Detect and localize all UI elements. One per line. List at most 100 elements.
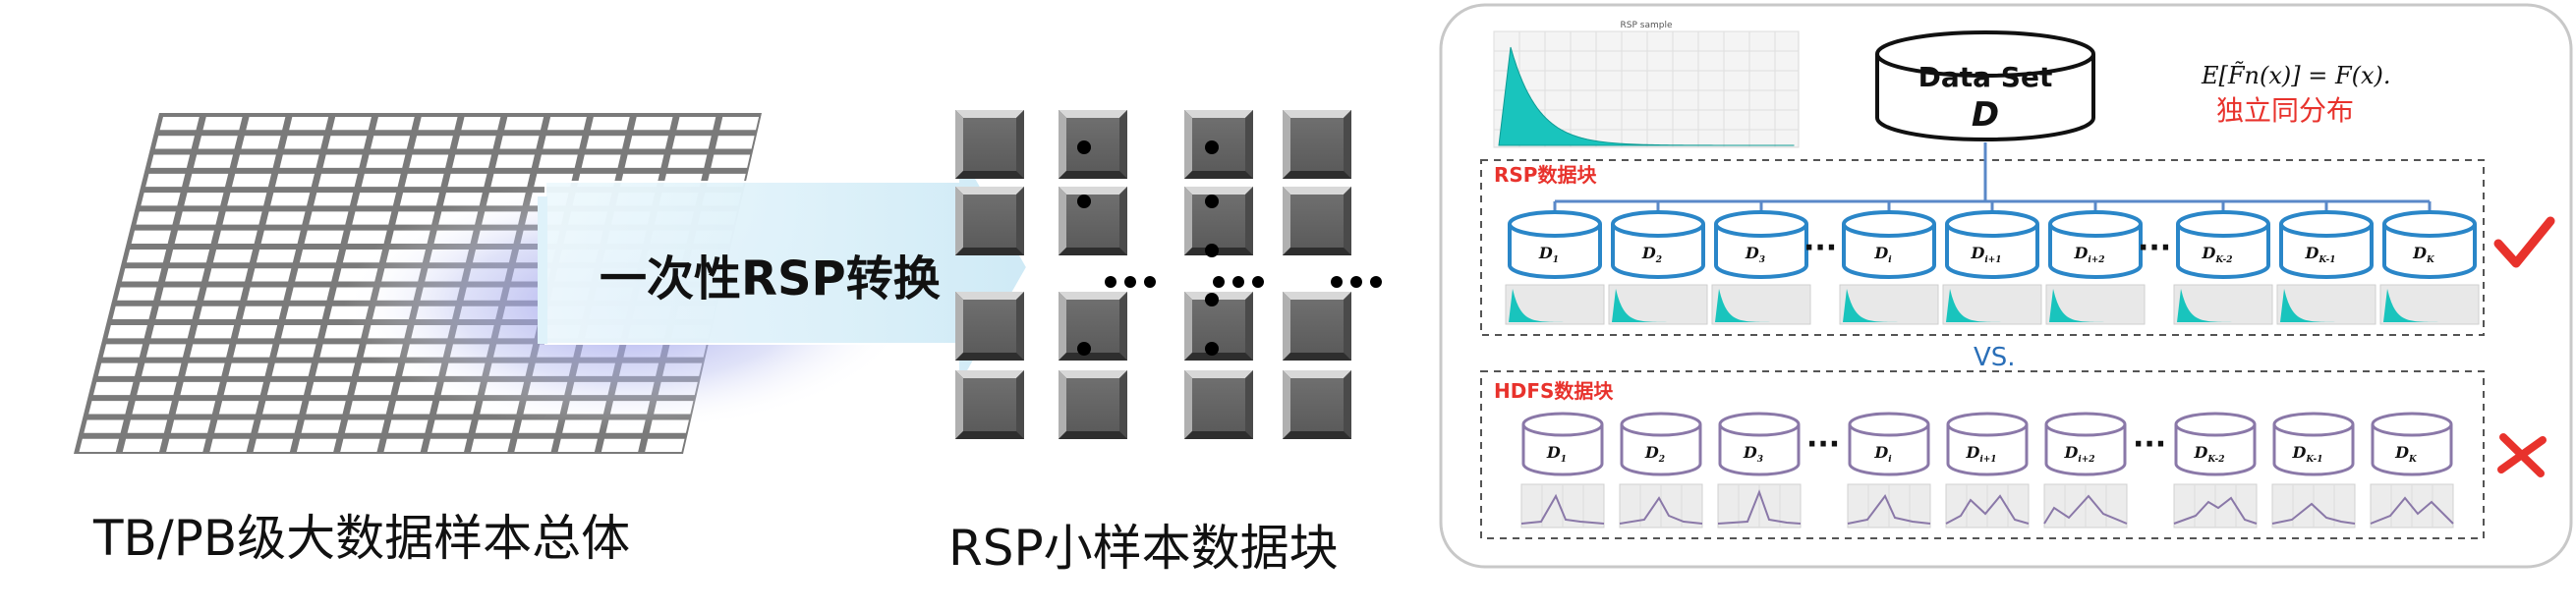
grid-cell — [237, 325, 278, 339]
dataset-name: Data Set — [1918, 61, 2053, 93]
grid-cell — [490, 173, 531, 188]
cylinder-body — [2176, 224, 2270, 279]
grid-cell — [296, 438, 337, 452]
grid-cell — [538, 154, 578, 168]
cube-bottom-bevel — [1059, 431, 1127, 439]
grid-cell — [347, 230, 387, 244]
rsp-mini-histogram — [2276, 284, 2376, 325]
cylinder-top — [1611, 210, 1705, 238]
grid-cell — [340, 438, 380, 452]
rsp-block: D2 — [1611, 210, 1705, 279]
hdfs-block: D2 — [1620, 412, 1702, 476]
rsp-cube — [1283, 292, 1351, 361]
block-subscript: 1 — [1561, 455, 1567, 465]
grid-cell — [456, 136, 496, 149]
grid-cell — [209, 438, 250, 452]
grid-cell — [676, 117, 716, 131]
ellipsis-dot — [1105, 276, 1116, 288]
grid-cell — [388, 419, 429, 433]
cylinder-body — [1714, 224, 1808, 279]
cube-top-bevel — [1059, 187, 1127, 195]
rsp-cube — [1059, 370, 1127, 439]
rsp-block: DK-2 — [2176, 210, 2270, 279]
grid-cell — [131, 230, 171, 244]
cube-right-bevel — [1245, 187, 1253, 255]
cylinder-body — [2174, 424, 2257, 476]
dataset-cylinder: Data Set D — [1875, 30, 2095, 141]
cube-top-bevel — [1283, 110, 1351, 118]
grid-cell — [194, 325, 235, 339]
cylinder-top — [2272, 412, 2355, 437]
cylinder-body — [1945, 224, 2039, 279]
grid-cell — [371, 136, 411, 149]
cube-right-bevel — [1245, 370, 1253, 439]
rsp-block: Di+1 — [1945, 210, 2039, 279]
block-label: Di — [1873, 443, 1892, 465]
grid-cell — [180, 381, 220, 396]
mini-hist-line — [2043, 494, 2128, 525]
grid-cell — [266, 381, 308, 396]
block-subscript: K — [2408, 455, 2418, 465]
mini-hist-line — [1717, 489, 1802, 525]
cube-top-bevel — [955, 187, 1024, 195]
cylinder-body — [2272, 424, 2355, 476]
grid-cell — [199, 306, 239, 320]
rsp-block: D1 — [1508, 210, 1602, 279]
cylinder-top — [1714, 210, 1808, 238]
grid-cell — [218, 401, 259, 415]
ellipsis-dot — [1124, 276, 1136, 288]
cube-top-bevel — [1184, 370, 1253, 378]
grid-cell — [252, 268, 292, 282]
grid-cell — [270, 193, 311, 206]
grid-cell — [145, 173, 186, 188]
cube-top-bevel — [1184, 292, 1253, 300]
grid-cell — [279, 154, 319, 168]
grid-cell — [117, 287, 157, 301]
rsp-cube — [955, 370, 1024, 439]
grid-cell — [227, 193, 267, 206]
cylinder-body — [1620, 424, 1702, 476]
cube-bottom-bevel — [955, 431, 1024, 439]
cube-face — [1290, 118, 1344, 171]
cube-left-bevel — [1184, 110, 1192, 179]
rsp-cube — [1059, 110, 1127, 179]
grid-cell — [93, 381, 134, 396]
cube-top-bevel — [1059, 370, 1127, 378]
cylinder-top — [2176, 210, 2270, 238]
grid-cell — [289, 117, 329, 131]
dot — [1205, 195, 1219, 208]
rsp-cube — [955, 187, 1024, 255]
grid-cell — [399, 193, 439, 206]
grid-cell — [431, 419, 472, 433]
grid-cell — [126, 249, 167, 263]
block-subscript: K-1 — [2318, 255, 2335, 265]
grid-cell — [285, 306, 326, 320]
ellipsis-dot — [1252, 276, 1264, 288]
arrow-label: 一次性RSP转换 — [600, 251, 941, 306]
grid-cell — [145, 344, 187, 358]
grid-cell — [295, 268, 335, 282]
mini-hist-fill — [2383, 289, 2476, 322]
grid-cell — [253, 438, 294, 452]
cube-top-bevel — [1184, 187, 1253, 195]
grid-cell — [301, 419, 342, 433]
cube-face — [1066, 378, 1119, 431]
vs-label: VS. — [1974, 343, 2016, 372]
cylinder-top — [2174, 412, 2257, 437]
hdfs-mini-histogram — [1619, 483, 1703, 529]
mini-hist-fill — [2049, 289, 2142, 322]
grid-cell — [331, 117, 372, 131]
ellipsis-dot — [1350, 276, 1362, 288]
hdfs-mini-histogram — [2173, 483, 2258, 529]
cylinder-body — [2044, 424, 2127, 476]
grid-cell — [214, 419, 255, 433]
rsp-blocks-caption: RSP小样本数据块 — [948, 520, 1339, 577]
hdfs-mini-histogram — [1717, 483, 1802, 529]
rsp-cube — [955, 292, 1024, 361]
grid-cell — [319, 344, 360, 358]
grid-cell — [306, 401, 346, 415]
grid-cell — [322, 154, 363, 168]
rsp-cube — [1184, 370, 1253, 439]
dot — [1077, 342, 1091, 356]
mini-hist-line — [1945, 494, 2030, 525]
